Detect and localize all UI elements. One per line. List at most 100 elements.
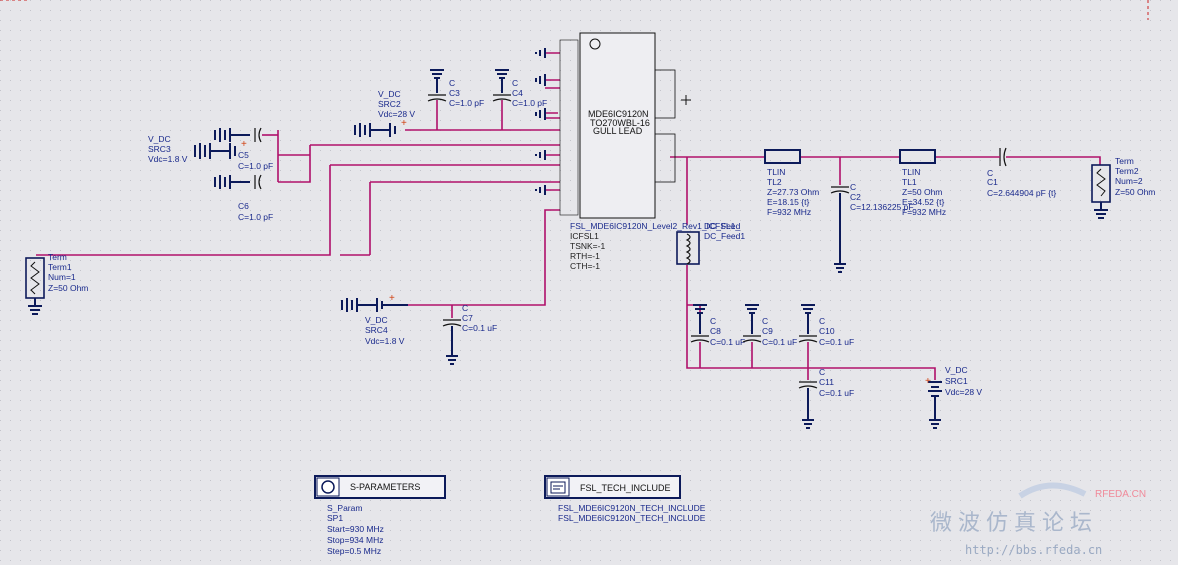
src4-type: V_DC	[365, 315, 388, 325]
vdc-source-src3[interactable]: V_DC SRC3 Vdc=1.8 V +	[148, 134, 247, 164]
tlin-tl1[interactable]: TLIN TL1 Z=50 Ohm E=34.52 {t} F=932 MHz	[899, 149, 946, 217]
term-term1[interactable]: Term Term1 Num=1 Z=50 Ohm	[25, 252, 88, 315]
src2-value: Vdc=28 V	[378, 109, 415, 119]
dcfeed-name: DC_Feed1	[704, 231, 745, 241]
document-icon	[550, 481, 566, 494]
c5-value: C=1.0 pF	[238, 161, 273, 171]
c11-type: C	[819, 367, 825, 377]
watermark-cn: 微波仿真论坛	[930, 511, 1098, 536]
src2-type: V_DC	[378, 89, 401, 99]
ic-instance-label: FSL_MDE6IC9120N_Level2_Rev1_ICFSL1_	[570, 221, 740, 231]
c6-name: C6	[238, 201, 249, 211]
s-parameters-controller[interactable]: S-PARAMETERS S_Param SP1 Start=930 MHz S…	[314, 475, 446, 556]
capacitor-c10[interactable]: C C10 C=0.1 uF	[798, 304, 854, 347]
tech-include-block[interactable]: FSL_TECH_INCLUDE FSL_MDE6IC9120N_TECH_IN…	[544, 475, 706, 523]
watermark-url: http://bbs.rfeda.cn	[965, 543, 1102, 557]
term1-z: Z=50 Ohm	[48, 283, 88, 293]
src3-type: V_DC	[148, 134, 171, 144]
c4-value: C=1.0 pF	[512, 98, 547, 108]
c6-value: C=1.0 pF	[238, 212, 273, 222]
src2-name: SRC2	[378, 99, 401, 109]
sparam-icon	[321, 480, 335, 494]
ground-icon	[535, 48, 546, 195]
tl2-e: E=18.15 {t}	[767, 197, 809, 207]
c11-name: C11	[819, 377, 834, 387]
watermark-top: RFEDA.CN	[1095, 489, 1146, 500]
c10-name: C10	[819, 326, 835, 336]
sparam-title: S-PARAMETERS	[350, 482, 420, 492]
c4-type: C	[512, 78, 518, 88]
tl2-type: TLIN	[767, 167, 785, 177]
src3-value: Vdc=1.8 V	[148, 154, 188, 164]
capacitor-c11[interactable]: C C11 C=0.1 uF	[798, 367, 854, 429]
tlin-tl2[interactable]: TLIN TL2 Z=27.73 Ohm E=18.15 {t} F=932 M…	[764, 149, 819, 217]
plus-icon: +	[389, 293, 395, 304]
src1-value: Vdc=28 V	[945, 387, 982, 397]
src3-name: SRC3	[148, 144, 171, 154]
c8-type: C	[710, 316, 716, 326]
tl2-name: TL2	[767, 177, 782, 187]
ic-mde6ic9120n[interactable]: MDE6IC9120N TO270WBL-16 GULL LEAD FSL_MD…	[559, 32, 740, 271]
c10-type: C	[819, 316, 825, 326]
term2-z: Z=50 Ohm	[1115, 187, 1155, 197]
tl1-z: Z=50 Ohm	[902, 187, 942, 197]
vdc-source-src2[interactable]: + V_DC SRC2 Vdc=28 V	[354, 89, 415, 137]
tech-line1: FSL_MDE6IC9120N_TECH_INCLUDE	[558, 503, 706, 513]
c5-name: C5	[238, 150, 249, 160]
ic-inst-name: ICFSL1	[570, 231, 599, 241]
src1-name: SRC1	[945, 376, 968, 386]
c7-type: C	[462, 303, 468, 313]
wires	[36, 52, 1101, 380]
capacitor-c3[interactable]: C C3 C=1.0 pF	[427, 69, 484, 108]
ic-param-rth: RTH=-1	[570, 251, 600, 261]
capacitor-c5[interactable]: C5 C=1.0 pF	[214, 127, 278, 171]
plus-icon: +	[241, 139, 247, 150]
cursor-crosshair-icon	[681, 95, 691, 105]
c7-name: C7	[462, 313, 473, 323]
c10-value: C=0.1 uF	[819, 337, 854, 347]
tech-title: FSL_TECH_INCLUDE	[580, 483, 671, 493]
tl2-f: F=932 MHz	[767, 207, 811, 217]
capacitor-c7[interactable]: C C7 C=0.1 uF	[442, 303, 497, 365]
term2-name: Term2	[1115, 166, 1139, 176]
c9-type: C	[762, 316, 768, 326]
term1-num: Num=1	[48, 272, 76, 282]
tl1-e: E=34.52 {t}	[902, 197, 944, 207]
c1-type: C	[987, 168, 993, 178]
capacitor-c1[interactable]: C C1 C=2.644904 pF {t}	[987, 147, 1056, 198]
c7-value: C=0.1 uF	[462, 323, 497, 333]
c2-name: C2	[850, 192, 861, 202]
vdc-source-src1[interactable]: + V_DC SRC1 Vdc=28 V	[925, 365, 982, 429]
capacitor-c6[interactable]: C6 C=1.0 pF	[214, 174, 273, 222]
ic-left-pins	[559, 39, 579, 216]
src4-name: SRC4	[365, 325, 388, 335]
capacitor-c2[interactable]: C C2 C=12.136225 pF	[830, 182, 914, 273]
c1-value: C=2.644904 pF {t}	[987, 188, 1056, 198]
tl1-f: F=932 MHz	[902, 207, 946, 217]
sparam-start: Start=930 MHz	[327, 524, 384, 534]
c8-value: C=0.1 uF	[710, 337, 745, 347]
capacitor-c9[interactable]: C C9 C=0.1 uF	[742, 304, 797, 347]
dc-feed-1[interactable]: DC_Feed DC_Feed1	[676, 221, 745, 265]
term2-num: Num=2	[1115, 176, 1143, 186]
term2-type: Term	[1115, 156, 1134, 166]
sparam-step: Step=0.5 MHz	[327, 546, 381, 556]
vdc-source-src4[interactable]: + V_DC SRC4 Vdc=1.8 V	[341, 293, 408, 346]
c3-name: C3	[449, 88, 460, 98]
ic-param-tsnk: TSNK=-1	[570, 241, 605, 251]
ic-pin-16	[654, 69, 676, 119]
c11-value: C=0.1 uF	[819, 388, 854, 398]
tl2-z: Z=27.73 Ohm	[767, 187, 819, 197]
tl1-type: TLIN	[902, 167, 920, 177]
src1-type: V_DC	[945, 365, 968, 375]
c2-type: C	[850, 182, 856, 192]
capacitor-c4[interactable]: C C4 C=1.0 pF	[492, 69, 547, 108]
plus-icon: +	[925, 376, 931, 387]
ic-lead: GULL LEAD	[593, 126, 643, 136]
logo-wings-icon	[1018, 482, 1087, 499]
term-term2[interactable]: Term Term2 Num=2 Z=50 Ohm	[1091, 156, 1155, 219]
capacitor-c8[interactable]: C C8 C=0.1 uF	[690, 304, 745, 347]
watermark: RFEDA.CN 微波仿真论坛 http://bbs.rfeda.cn	[930, 482, 1146, 557]
